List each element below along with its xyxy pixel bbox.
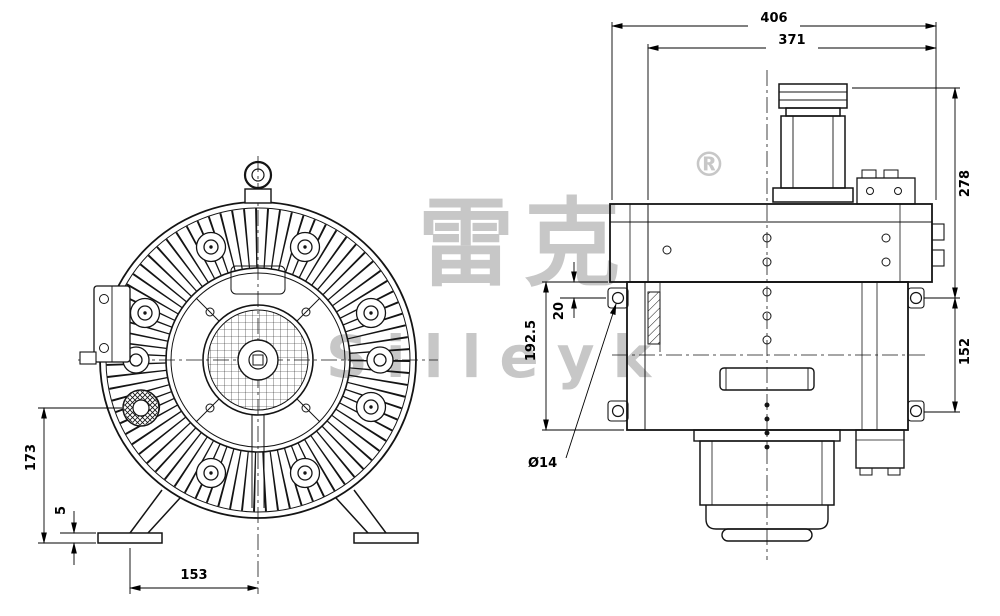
mounting-hole-tabs <box>607 287 925 422</box>
dim-5-lines <box>60 511 96 565</box>
watermark-chinese-text: 雷克 <box>418 188 630 300</box>
dim-278-152-lines <box>852 87 960 413</box>
dim-label-406: 406 <box>748 11 800 27</box>
dim-173-lines <box>38 407 122 544</box>
inlet-screen <box>202 304 314 416</box>
motor <box>693 429 841 542</box>
dim-label-5: 5 <box>54 506 69 516</box>
dim-label-20: 20 <box>552 302 567 321</box>
dim-label-371: 371 <box>766 33 818 49</box>
inner-struts <box>195 297 321 508</box>
side-centerlines <box>612 70 925 560</box>
dim-dia14-leader <box>565 303 617 459</box>
cable-connector <box>122 389 160 427</box>
housing-inner-ring <box>165 267 351 453</box>
dim-label-dia14: Ø14 <box>528 456 558 471</box>
screw-holes <box>205 307 311 413</box>
dim-label-153: 153 <box>180 568 208 583</box>
dim-371-lines <box>647 44 937 200</box>
inlet-filter <box>772 83 854 203</box>
dim-label-278: 278 <box>958 170 973 198</box>
top-flange-plate <box>609 203 945 283</box>
dim-406-lines <box>611 22 937 200</box>
dim-label-173: 173 <box>24 444 39 472</box>
front-view <box>78 156 438 594</box>
nameplate <box>230 265 286 295</box>
junction-box <box>79 285 131 365</box>
capacitor-box <box>855 429 905 476</box>
dim-153-lines <box>129 548 259 594</box>
terminal-box <box>856 169 916 205</box>
dim-20-lines <box>560 262 606 318</box>
dimension-lines <box>38 22 960 594</box>
bolt-bosses <box>122 231 394 489</box>
registered-trademark-symbol: ® <box>692 145 726 185</box>
lifting-eye <box>243 160 273 204</box>
mounting-feet <box>97 489 419 544</box>
dim-label-152: 152 <box>958 338 973 366</box>
dim-label-192-5: 192.5 <box>524 320 539 362</box>
side-view <box>607 70 945 560</box>
pump-body <box>626 281 909 450</box>
